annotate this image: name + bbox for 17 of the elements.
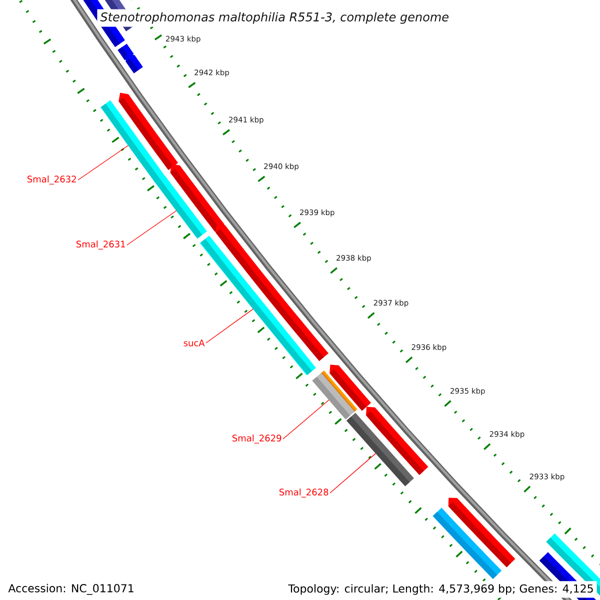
- gene-label: sucA: [184, 340, 205, 346]
- leader-line: [78, 145, 129, 180]
- gene-bar: [100, 100, 166, 184]
- gene-label: Smal_2631: [76, 240, 125, 250]
- gene-bar: [156, 176, 207, 239]
- gene-label: Smal_2632: [28, 176, 76, 184]
- leader-line: [206, 308, 254, 344]
- gene-label: Smal_2628: [280, 488, 328, 498]
- leader-line: [282, 400, 330, 440]
- gene-bar: [312, 372, 355, 420]
- genome-summary: Topology: circular; Length: 4,573,969 bp; Genes: 4,125: [285, 581, 597, 598]
- gene-label: Smal_2629: [232, 434, 282, 444]
- map-title: Stenotrophomonas maltophilia R551-3, complete genome: [97, 9, 452, 27]
- accession-note: Accession: NC_011071: [5, 580, 138, 598]
- leader-line: [126, 210, 177, 246]
- gene-bar: [346, 412, 414, 486]
- leader-line: [330, 453, 376, 494]
